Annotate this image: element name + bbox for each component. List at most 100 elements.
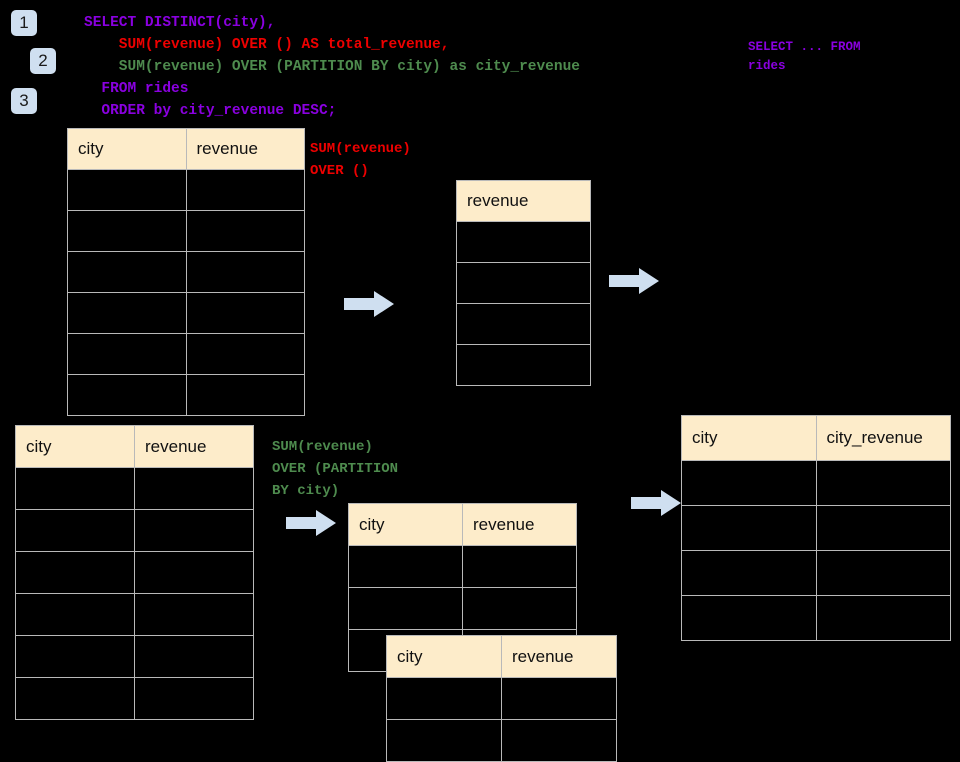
table-header-row: city revenue: [67, 128, 305, 170]
table-row: [15, 467, 254, 510]
column-header-city: city: [67, 128, 187, 170]
cell: [681, 550, 817, 596]
cell: [15, 467, 135, 510]
step-badge-2: 2: [30, 48, 56, 74]
column-header-revenue: revenue: [462, 503, 577, 546]
table-row: [67, 210, 305, 252]
cell: [15, 635, 135, 678]
table-row: [456, 221, 591, 263]
table-row: [67, 333, 305, 375]
cell: [185, 169, 305, 211]
table-row: [15, 551, 254, 594]
sql-line-3: SUM(revenue) OVER (PARTITION BY city) as…: [84, 59, 580, 75]
column-header-revenue: revenue: [501, 635, 617, 678]
cell: [815, 505, 951, 551]
column-header-city: city: [348, 503, 463, 546]
cell: [134, 593, 254, 636]
cell: [456, 344, 591, 386]
cell: [67, 374, 187, 416]
table-row: [681, 505, 951, 551]
table-header-row: city revenue: [348, 503, 577, 546]
cell: [348, 587, 463, 630]
table-row: [15, 509, 254, 552]
arrow-right-icon: [609, 268, 659, 294]
annotation-city-revenue: SUM(revenue) OVER (PARTITION BY city): [272, 439, 399, 499]
cell: [185, 374, 305, 416]
cell: [134, 551, 254, 594]
table-header-row: city revenue: [15, 425, 254, 468]
table-result: city city_revenue: [681, 415, 951, 641]
table-row: [386, 677, 617, 720]
table-row: [348, 545, 577, 588]
sql-line-4: FROM rides: [84, 81, 189, 97]
cell: [681, 460, 817, 506]
cell: [15, 509, 135, 552]
table-row: [456, 344, 591, 386]
table-input-top: city revenue: [67, 128, 305, 416]
cell: [386, 677, 502, 720]
cell: [67, 210, 187, 252]
table-row: [348, 587, 577, 630]
cell: [15, 677, 135, 720]
column-header-city: city: [681, 415, 817, 461]
step-badge-1: 1: [11, 10, 37, 36]
annotation-total-revenue: SUM(revenue) OVER (): [310, 141, 411, 179]
column-header-revenue: revenue: [134, 425, 254, 468]
cell: [67, 333, 187, 375]
cell: [681, 595, 817, 641]
slide-canvas: 1 2 3 SELECT DISTINCT(city), SUM(revenue…: [11, 10, 951, 762]
cell: [462, 587, 577, 630]
table-row: [456, 262, 591, 304]
cell: [134, 467, 254, 510]
cell: [67, 251, 187, 293]
arrow-right-icon: [631, 490, 681, 516]
cell: [134, 509, 254, 552]
sql-line-2: SUM(revenue) OVER () AS total_revenue,: [84, 37, 450, 53]
cell: [185, 210, 305, 252]
column-header-city: city: [15, 425, 135, 468]
table-row: [67, 292, 305, 334]
cell: [67, 292, 187, 334]
table-row: [386, 719, 617, 762]
table-row: [456, 303, 591, 345]
cell: [134, 635, 254, 678]
cell: [815, 550, 951, 596]
cell: [15, 593, 135, 636]
cell: [456, 303, 591, 345]
cell: [456, 221, 591, 263]
cell: [67, 169, 187, 211]
cell: [501, 719, 617, 762]
table-header-row: city city_revenue: [681, 415, 951, 461]
cell: [462, 545, 577, 588]
sql-line-1: SELECT DISTINCT(city),: [84, 15, 276, 31]
cell: [815, 460, 951, 506]
cell: [386, 719, 502, 762]
table-row: [681, 595, 951, 641]
column-header-city: city: [386, 635, 502, 678]
table-header-row: city revenue: [386, 635, 617, 678]
table-header-row: revenue: [456, 180, 591, 222]
cell: [185, 292, 305, 334]
table-row: [67, 374, 305, 416]
column-header-revenue: revenue: [456, 180, 591, 222]
cell: [681, 505, 817, 551]
table-row: [67, 251, 305, 293]
arrow-right-icon: [344, 291, 394, 317]
table-row: [681, 460, 951, 506]
arrow-right-icon: [286, 510, 336, 536]
cell: [185, 251, 305, 293]
column-header-city-revenue: city_revenue: [815, 415, 951, 461]
table-row: [15, 677, 254, 720]
table-total-revenue: revenue: [456, 180, 591, 386]
step-badge-3: 3: [11, 88, 37, 114]
sql-source-note: SELECT ... FROM rides: [748, 40, 861, 73]
cell: [456, 262, 591, 304]
table-row: [681, 550, 951, 596]
cell: [501, 677, 617, 720]
cell: [15, 551, 135, 594]
table-row: [67, 169, 305, 211]
sql-query-block: SELECT DISTINCT(city), SUM(revenue) OVER…: [84, 12, 580, 122]
table-row: [15, 593, 254, 636]
cell: [134, 677, 254, 720]
column-header-revenue: revenue: [185, 128, 305, 170]
